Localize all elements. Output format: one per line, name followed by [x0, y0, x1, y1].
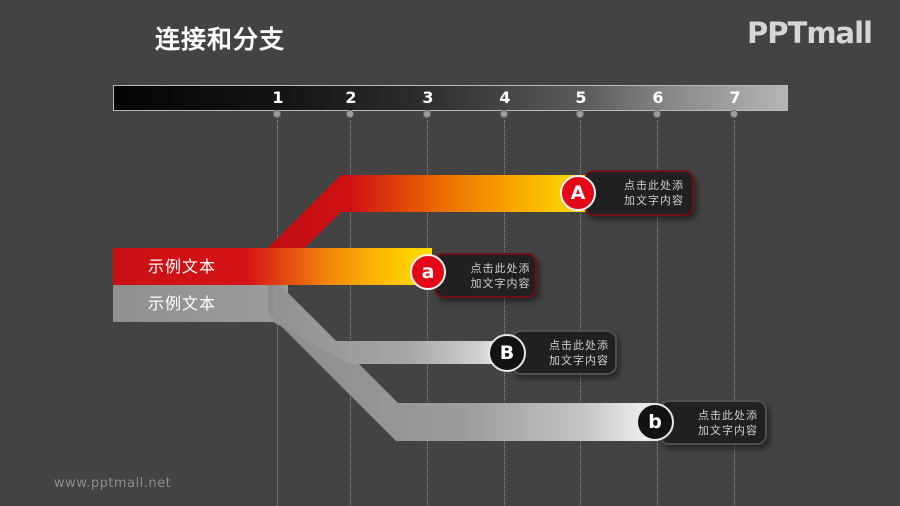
note-text: 加文字内容 — [624, 194, 684, 207]
gridline-3 — [427, 120, 428, 506]
gridline-2 — [350, 120, 351, 506]
badge-b: b — [636, 403, 674, 441]
gridline-7 — [734, 120, 735, 506]
ruler-tick-label: 5 — [575, 88, 587, 107]
badge-B: B — [488, 334, 526, 372]
ruler-tick-label: 4 — [499, 88, 511, 107]
ruler-tick-label: 1 — [272, 88, 284, 107]
page-title: 连接和分支 — [155, 25, 286, 54]
note-text: 点击此处添 — [624, 179, 684, 192]
note-text: 加文字内容 — [698, 423, 758, 437]
note-box-A: 点击此处添 加文字内容 — [584, 170, 694, 216]
source-label-gray: 示例文本 — [148, 294, 217, 313]
branch-ribbon-A — [268, 175, 586, 248]
ruler-tick-label: 6 — [652, 88, 664, 107]
ruler-tick-label: 2 — [345, 88, 357, 107]
branch-ribbon-B — [273, 285, 512, 364]
note-text: 加文字内容 — [470, 276, 531, 290]
red-source-band-branch-a — [113, 248, 432, 285]
watermark-url: www.pptmall.net — [54, 476, 172, 491]
branch-ribbon-b — [268, 285, 658, 441]
ruler-tick-label: 3 — [422, 88, 434, 107]
note-text: 加文字内容 — [549, 353, 609, 367]
note-text: 点击此处添 — [549, 338, 609, 352]
badge-A: A — [560, 175, 596, 211]
note-box-b: 点击此处添 加文字内容 — [659, 400, 767, 445]
ruler-tick-dot — [576, 110, 584, 118]
note-box-B: 点击此处添 加文字内容 — [511, 330, 617, 375]
pptmall-logo: PPTmall — [747, 16, 873, 50]
gridline-5 — [580, 120, 581, 506]
gridline-4 — [504, 120, 505, 506]
gridline-6 — [657, 120, 658, 506]
note-text: 点击此处添 — [698, 408, 758, 422]
ruler-tick-dot — [273, 110, 281, 118]
gray-source-band — [113, 285, 288, 322]
note-box-a: 点击此处添 加文字内容 — [434, 253, 537, 298]
ruler-tick-dot — [730, 110, 738, 118]
badge-a: a — [410, 254, 446, 290]
ruler-tick-dot — [653, 110, 661, 118]
source-label-red: 示例文本 — [148, 257, 217, 276]
ruler-tick-dot — [500, 110, 508, 118]
ruler-tick-label: 7 — [729, 88, 741, 107]
timeline-ruler: 1 2 3 4 5 6 7 — [113, 85, 788, 111]
ruler-tick-dot — [346, 110, 354, 118]
ruler-tick-dot — [423, 110, 431, 118]
note-text: 点击此处添 — [470, 261, 531, 275]
